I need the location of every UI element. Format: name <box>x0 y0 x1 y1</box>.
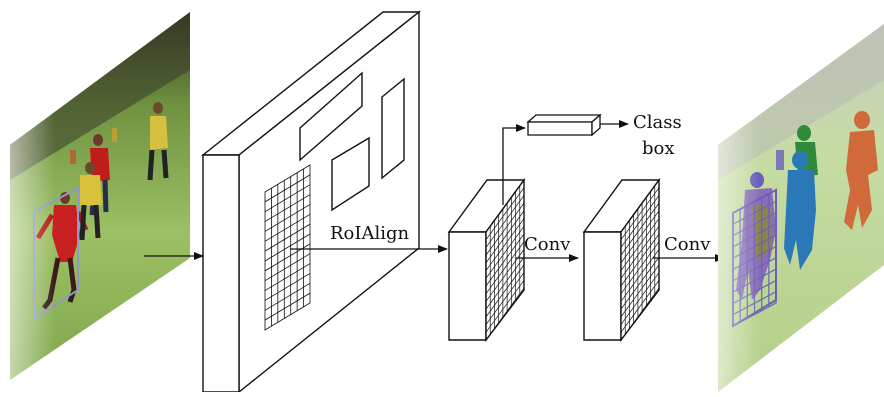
cube-1-grid-line <box>485 195 525 248</box>
roi-grid-line <box>264 273 311 301</box>
roi-grid-line <box>264 174 311 203</box>
roi-grid-line <box>264 194 311 222</box>
fc-box <box>526 113 602 137</box>
conv-label-2: Conv <box>664 234 711 255</box>
cube-1-grid-line <box>485 241 525 294</box>
cube-1-grid-line <box>485 256 525 310</box>
cube-2-grid-line <box>620 226 660 279</box>
cube-1-grid-line <box>485 187 525 240</box>
roi-grid-line <box>264 213 311 242</box>
proposal-2 <box>381 77 405 180</box>
cube-1-grid-line <box>485 218 525 271</box>
conv-block-1 <box>447 177 526 343</box>
class-label: Class <box>633 112 682 133</box>
roi-grid-line <box>264 263 311 291</box>
roi-grid-outline <box>264 164 311 331</box>
output-image <box>718 24 884 392</box>
conv-label-1: Conv <box>524 234 571 255</box>
cube-2-grid-line <box>620 241 660 294</box>
conv-block-2 <box>582 177 661 343</box>
cube-2-grid-line <box>620 218 660 271</box>
roi-grid <box>264 164 311 331</box>
cube-2-grid-line <box>620 195 660 248</box>
cube-2-grid-line <box>620 210 660 264</box>
roi-grid-line <box>264 204 311 232</box>
proposal-1 <box>299 71 363 162</box>
cube-2-grid-line <box>620 202 660 256</box>
roi-grid-line <box>264 282 311 311</box>
cube-1-grid-line <box>485 210 525 264</box>
roi-grid-line <box>264 233 311 262</box>
feature-map <box>200 10 422 394</box>
class-branch-line <box>502 124 526 205</box>
roi-grid-line <box>264 223 311 252</box>
cube-1-grid <box>485 178 525 342</box>
cube-1-grid-line <box>485 202 525 256</box>
cube-1-grid-line <box>485 280 525 333</box>
roi-grid-line <box>264 292 311 321</box>
roialign-label: RoIAlign <box>330 223 410 244</box>
cube-2-grid-line <box>620 272 660 325</box>
cube-2-grid <box>620 178 660 342</box>
cube-1-grid-line <box>485 272 525 325</box>
cube-2-grid-line <box>620 187 660 240</box>
cube-2-grid-line <box>620 233 660 287</box>
cube-2-grid-line <box>620 256 660 310</box>
box-label: box <box>642 138 675 159</box>
cube-1-grid-line <box>485 233 525 287</box>
cube-2-grid-line <box>620 264 660 318</box>
proposal-3 <box>331 136 370 212</box>
cube-1-grid-line <box>485 226 525 279</box>
roi-grid-line <box>264 253 311 282</box>
roi-grid-line <box>264 184 311 213</box>
cube-1-grid-line <box>485 264 525 318</box>
input-image <box>10 12 190 380</box>
cube-2-grid-line <box>620 280 660 333</box>
cube-2-grid-line <box>620 249 660 302</box>
